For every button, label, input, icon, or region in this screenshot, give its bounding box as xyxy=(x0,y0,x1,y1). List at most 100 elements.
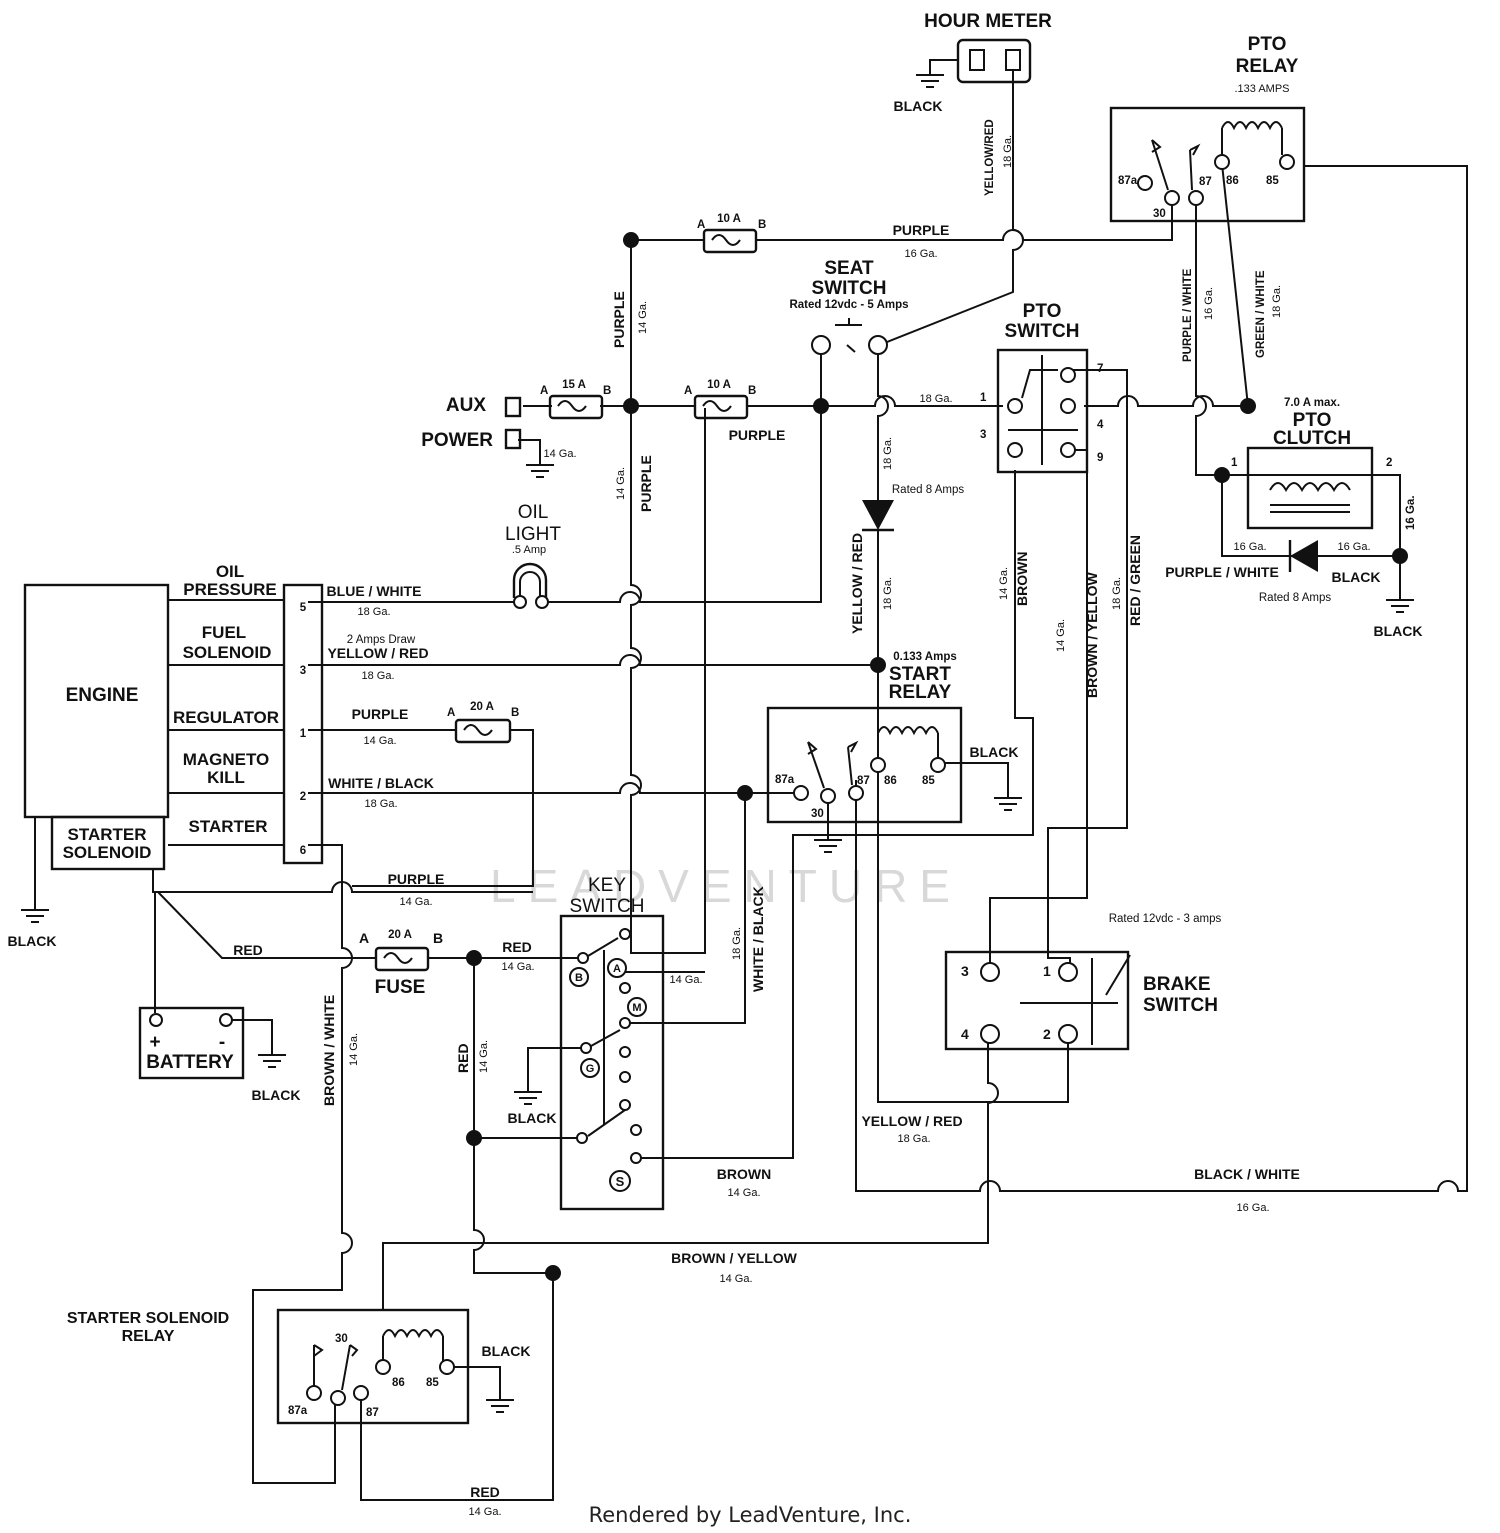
seat-switch-rating: Rated 12vdc - 5 Amps xyxy=(789,299,908,311)
power-label: POWER xyxy=(421,430,493,451)
footer-credit: Rendered by LeadVenture, Inc. xyxy=(589,1503,912,1527)
solenoid-relay-87: 87 xyxy=(366,1407,379,1419)
seat-switch-label-2: SWITCH xyxy=(812,278,887,299)
green-white-label: GREEN / WHITE xyxy=(1255,270,1267,358)
start-relay-87: 87 xyxy=(857,775,870,787)
purple-label: PURPLE xyxy=(893,222,950,238)
engine xyxy=(23,583,324,871)
black-label: BLACK xyxy=(1332,569,1381,585)
pto-relay-86: 86 xyxy=(1226,175,1239,187)
terminal-labels: 87a 30 87 86 85 1 3 7 4 9 1 2 87a 30 87 … xyxy=(149,175,1392,1419)
pto-relay-amps: .133 AMPS xyxy=(1234,83,1289,95)
pto-switch-label-1: PTO xyxy=(1023,301,1062,322)
brown-yellow-label: BROWN / YELLOW xyxy=(1084,571,1100,698)
yellow-red-label: YELLOW / RED xyxy=(849,533,865,634)
diode-seat-rating: Rated 8 Amps xyxy=(892,484,964,496)
gauge-label: 14 Ga. xyxy=(669,974,702,986)
start-relay-amps: 0.133 Amps xyxy=(893,651,957,663)
fuse-label: FUSE xyxy=(375,977,426,998)
black-label: BLACK xyxy=(894,98,943,114)
seat-switch xyxy=(811,318,888,355)
brake-switch-rating: Rated 12vdc - 3 amps xyxy=(1109,913,1222,925)
gauge-label: 18 Ga. xyxy=(897,1133,930,1145)
port-label: FUEL xyxy=(202,623,246,642)
seat-switch-label-1: SEAT xyxy=(824,258,874,279)
brake-switch-4: 4 xyxy=(961,1026,969,1042)
gauge-label: 16 Ga. xyxy=(1236,1202,1269,1214)
solenoid-relay-30: 30 xyxy=(335,1333,348,1345)
solenoid-relay-87a: 87a xyxy=(288,1405,308,1417)
pto-relay-label-2: RELAY xyxy=(1236,56,1299,77)
brake-switch-label-2: SWITCH xyxy=(1143,995,1218,1016)
gauge-label: 18 Ga. xyxy=(882,577,894,610)
port-label: STARTER xyxy=(188,817,267,836)
fuse-letter-b: B xyxy=(511,707,519,719)
gauge-label: 14 Ga. xyxy=(363,735,396,747)
hour-meter xyxy=(956,38,1032,84)
key-switch-label-2: SWITCH xyxy=(570,896,645,917)
purple-label: PURPLE xyxy=(352,706,409,722)
yellow-red-label: YELLOW/RED xyxy=(984,119,996,196)
brown-yellow-label: BROWN / YELLOW xyxy=(671,1250,798,1266)
pto-relay-30: 30 xyxy=(1153,208,1166,220)
red-label: RED xyxy=(233,942,263,958)
battery-minus: - xyxy=(219,1032,225,1053)
purple-label: PURPLE xyxy=(729,427,786,443)
pto-clutch xyxy=(1246,446,1401,556)
pto-switch-4: 4 xyxy=(1097,419,1104,431)
start-relay xyxy=(766,706,963,824)
gauge-label: 14 Ga. xyxy=(399,896,432,908)
gauge-label: 18 Ga. xyxy=(1111,577,1123,610)
start-relay-label-1: START xyxy=(889,664,951,685)
red-label: RED xyxy=(455,1043,471,1073)
gauge-label: 14 Ga. xyxy=(543,448,576,460)
purple-label: PURPLE xyxy=(638,455,654,512)
pto-relay-label-1: PTO xyxy=(1248,34,1287,55)
oil-light-label-1: OIL xyxy=(518,502,549,523)
junctions xyxy=(466,232,1408,1281)
fuse-20a-main-label: 20 A xyxy=(388,929,412,941)
red-label: RED xyxy=(502,939,532,955)
start-relay-87a: 87a xyxy=(775,774,795,786)
fuse-10a-top xyxy=(702,228,758,254)
purple-label: PURPLE xyxy=(611,291,627,348)
fuse-10a-mid-label: 10 A xyxy=(707,379,731,391)
brown-label: BROWN xyxy=(717,1166,771,1182)
key-switch-m: M xyxy=(632,1002,641,1014)
gauge-label: 18 Ga. xyxy=(364,798,397,810)
gauge-label: 14 Ga. xyxy=(719,1273,752,1285)
hour-meter-label: HOUR METER xyxy=(924,11,1052,32)
watermark: LEADVENTURE xyxy=(490,860,962,912)
blue-white-label: BLUE / WHITE xyxy=(327,583,422,599)
port-label: OIL xyxy=(216,562,244,581)
black-label: BLACK xyxy=(508,1110,557,1126)
gauge-label: 18 Ga. xyxy=(1002,135,1014,168)
gauge-label: 14 Ga. xyxy=(478,1040,490,1073)
starter-solenoid-label-2: SOLENOID xyxy=(63,843,152,862)
port-label: KILL xyxy=(207,768,245,787)
start-relay-label-2: RELAY xyxy=(889,682,952,703)
fuse-letter-b: B xyxy=(433,930,443,946)
wire-labels: BLACK YELLOW/RED 18 Ga. PURPLE 16 Ga. PU… xyxy=(8,98,1423,1518)
starter-solenoid-relay xyxy=(276,1308,470,1425)
gauge-label: 18 Ga. xyxy=(361,670,394,682)
port-pin: 6 xyxy=(300,845,306,857)
white-black-label: WHITE / BLACK xyxy=(328,775,434,791)
fuse-letter-a: A xyxy=(447,707,455,719)
start-relay-30: 30 xyxy=(811,808,824,820)
brown-label: BROWN xyxy=(1014,552,1030,606)
pto-switch-1: 1 xyxy=(980,392,987,404)
diode-clutch xyxy=(1288,540,1318,572)
pto-clutch-label-2: CLUTCH xyxy=(1273,428,1351,449)
battery-plus: + xyxy=(149,1032,160,1053)
fuse-letter-a: A xyxy=(540,385,548,397)
black-label: BLACK xyxy=(482,1343,531,1359)
starter-solenoid-relay-label-2: RELAY xyxy=(122,1328,175,1345)
black-label: BLACK xyxy=(8,933,57,949)
gauge-label: 16 Ga. xyxy=(904,248,937,260)
red-green-label: RED / GREEN xyxy=(1127,535,1143,626)
fuse-letter-a: A xyxy=(359,930,369,946)
fuse-letter-b: B xyxy=(603,385,611,397)
fuse-letter-a: A xyxy=(684,385,692,397)
start-relay-85: 85 xyxy=(922,775,935,787)
